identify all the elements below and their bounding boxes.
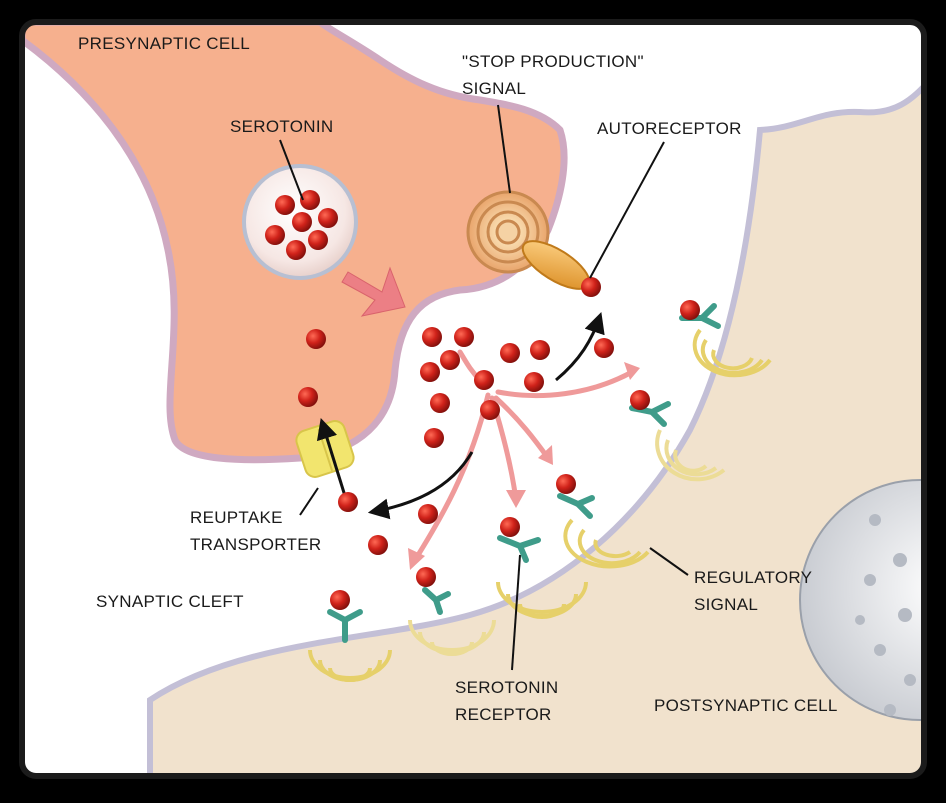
postsynaptic-cell-body [147, 72, 924, 776]
ring-group-2 [408, 619, 496, 656]
ring-group-5 [655, 429, 726, 482]
regulatory-signal-rings [308, 328, 772, 682]
presynaptic-cell-label: PRESYNAPTIC CELL [78, 34, 251, 53]
serotonin-label: SEROTONIN [230, 117, 334, 136]
serotonin-molecules [298, 300, 700, 610]
reuptake-label-line2: TRANSPORTER [190, 535, 322, 554]
regulatory-signal-label-line1: REGULATORY [694, 568, 813, 587]
stop-signal-label-line2: SIGNAL [462, 79, 527, 98]
release-arrow [341, 266, 406, 317]
receptor-2 [422, 587, 451, 615]
serotonin-receptor-label-line1: SEROTONIN [455, 678, 559, 697]
black-arrows [316, 312, 605, 520]
ring-group-1 [308, 649, 392, 682]
serotonin-receptor-label-line2: RECEPTOR [455, 705, 552, 724]
reuptake-label-line1: REUPTAKE [190, 508, 283, 527]
inner-frame [19, 19, 927, 779]
serotonin-receptors [327, 303, 721, 643]
ring-group-3 [496, 581, 588, 619]
diffusion-arrowheads [408, 362, 640, 570]
regulatory-signal-label-line2: SIGNAL [694, 595, 759, 614]
ring-group-6 [692, 328, 772, 378]
autoreceptor-label: AUTORECEPTOR [597, 119, 742, 138]
autoreceptor [521, 240, 601, 297]
synaptic-cleft-label: SYNAPTIC CLEFT [96, 592, 244, 611]
stop-signal-label-line1: "STOP PRODUCTION" [462, 52, 644, 71]
receptor-1 [327, 609, 363, 643]
postsynaptic-vesicle-sphere [799, 479, 924, 721]
receptor-4 [557, 493, 595, 519]
leader-lines [279, 104, 689, 671]
postsynaptic-cell-label: POSTSYNAPTIC CELL [654, 696, 838, 715]
receptor-3 [497, 535, 541, 563]
diffusion-arrows [412, 349, 635, 563]
serotonin-vesicle [242, 164, 358, 280]
ring-group-4 [563, 518, 650, 569]
sphere-dimples [855, 514, 916, 716]
